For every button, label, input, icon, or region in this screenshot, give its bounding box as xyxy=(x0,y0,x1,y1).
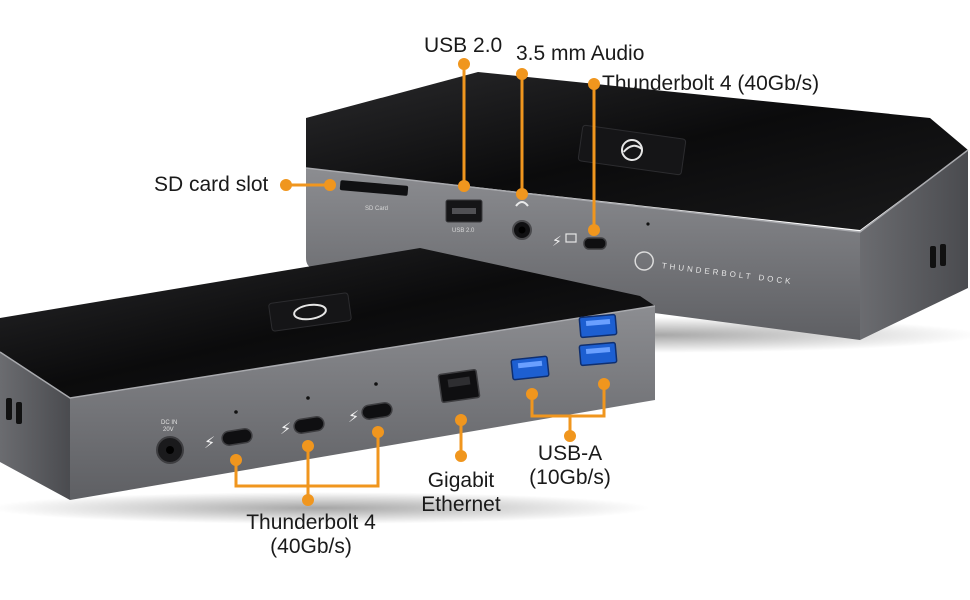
callout-usb2: USB 2.0 xyxy=(424,34,503,57)
thunderbolt-icon: ⚡ xyxy=(552,234,562,250)
back-dock-front xyxy=(306,168,860,340)
front-dock-edge xyxy=(0,305,656,399)
headphone-icon xyxy=(515,201,529,207)
back-dock: SD Card USB 2.0 ⚡ THUNDERBOLT DOCK xyxy=(305,72,970,353)
owc-logo-plate-front xyxy=(268,292,352,332)
back-dock-side xyxy=(860,150,968,340)
thunderbolt-icon-2: ⚡ xyxy=(280,419,291,438)
thunderbolt4-port-1 xyxy=(221,427,253,447)
usb-a-port-2 xyxy=(578,313,618,339)
callout-sd-card: SD card slot xyxy=(154,173,269,196)
sd-card-port xyxy=(339,180,409,196)
back-dock-edge xyxy=(305,149,969,233)
usb-a-port-3 xyxy=(578,341,618,367)
front-dock-shadow xyxy=(0,492,650,524)
dc-label-line2: 20V xyxy=(163,427,174,433)
thunderbolt4-port-top xyxy=(583,237,607,250)
usb-a-port-1 xyxy=(510,355,550,381)
thunderbolt4-port-3 xyxy=(361,401,393,421)
laptop-icon xyxy=(565,233,577,243)
owc-logo-plate xyxy=(577,124,687,176)
usb2-port-label: USB 2.0 xyxy=(452,228,475,234)
dc-label-line1: DC IN xyxy=(161,420,177,426)
callout-audio: 3.5 mm Audio xyxy=(516,42,645,65)
sd-card-port-label: SD Card xyxy=(365,206,388,212)
thunderbolt-icon-1: ⚡ xyxy=(204,433,215,452)
front-dock: DC IN 20V ⚡ ⚡ ⚡ xyxy=(0,248,656,524)
thunderbolt-icon-3: ⚡ xyxy=(348,407,359,426)
front-dock-side xyxy=(0,352,70,500)
callout-thunderbolt4-bottom: Thunderbolt 4 (40Gb/s) xyxy=(246,511,376,559)
thunderbolt4-port-2 xyxy=(293,415,325,435)
callout-usb-a-line1: USB-A xyxy=(537,442,603,465)
callout-thunderbolt4-top: Thunderbolt 4 (40Gb/s) xyxy=(602,72,820,95)
callout-usb-a: USB-A (10Gb/s) xyxy=(522,442,618,490)
callout-leaders xyxy=(230,58,610,506)
callout-ethernet-line2: Ethernet xyxy=(421,493,501,516)
front-dock-front xyxy=(70,306,655,500)
callout-ethernet-line1: Gigabit xyxy=(427,469,495,492)
callout-thunderbolt4-bottom-line2: (40Gb/s) xyxy=(270,535,352,558)
callout-thunderbolt4-bottom-line1: Thunderbolt 4 xyxy=(246,511,376,534)
callout-ethernet: Gigabit Ethernet xyxy=(416,469,506,517)
callout-usb-a-line2: (10Gb/s) xyxy=(529,466,611,489)
